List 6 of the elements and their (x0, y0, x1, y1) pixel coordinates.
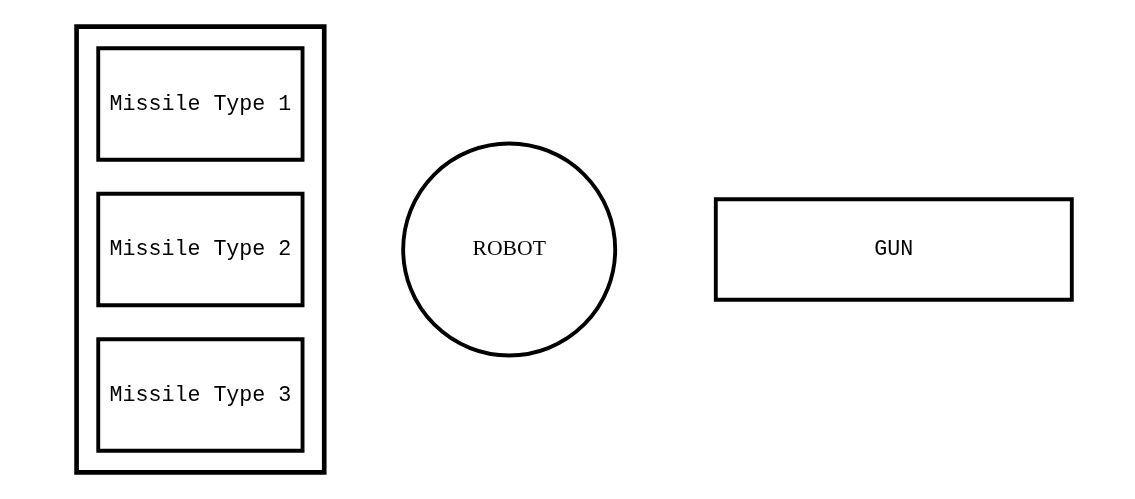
node-circle: ROBOT (400, 141, 617, 358)
cluster (73, 24, 327, 475)
node-box: Missile Type 3 (95, 337, 304, 453)
node-box: GUN (713, 197, 1074, 302)
node-box: Missile Type 1 (95, 46, 304, 162)
node-box: Missile Type 2 (95, 191, 304, 308)
